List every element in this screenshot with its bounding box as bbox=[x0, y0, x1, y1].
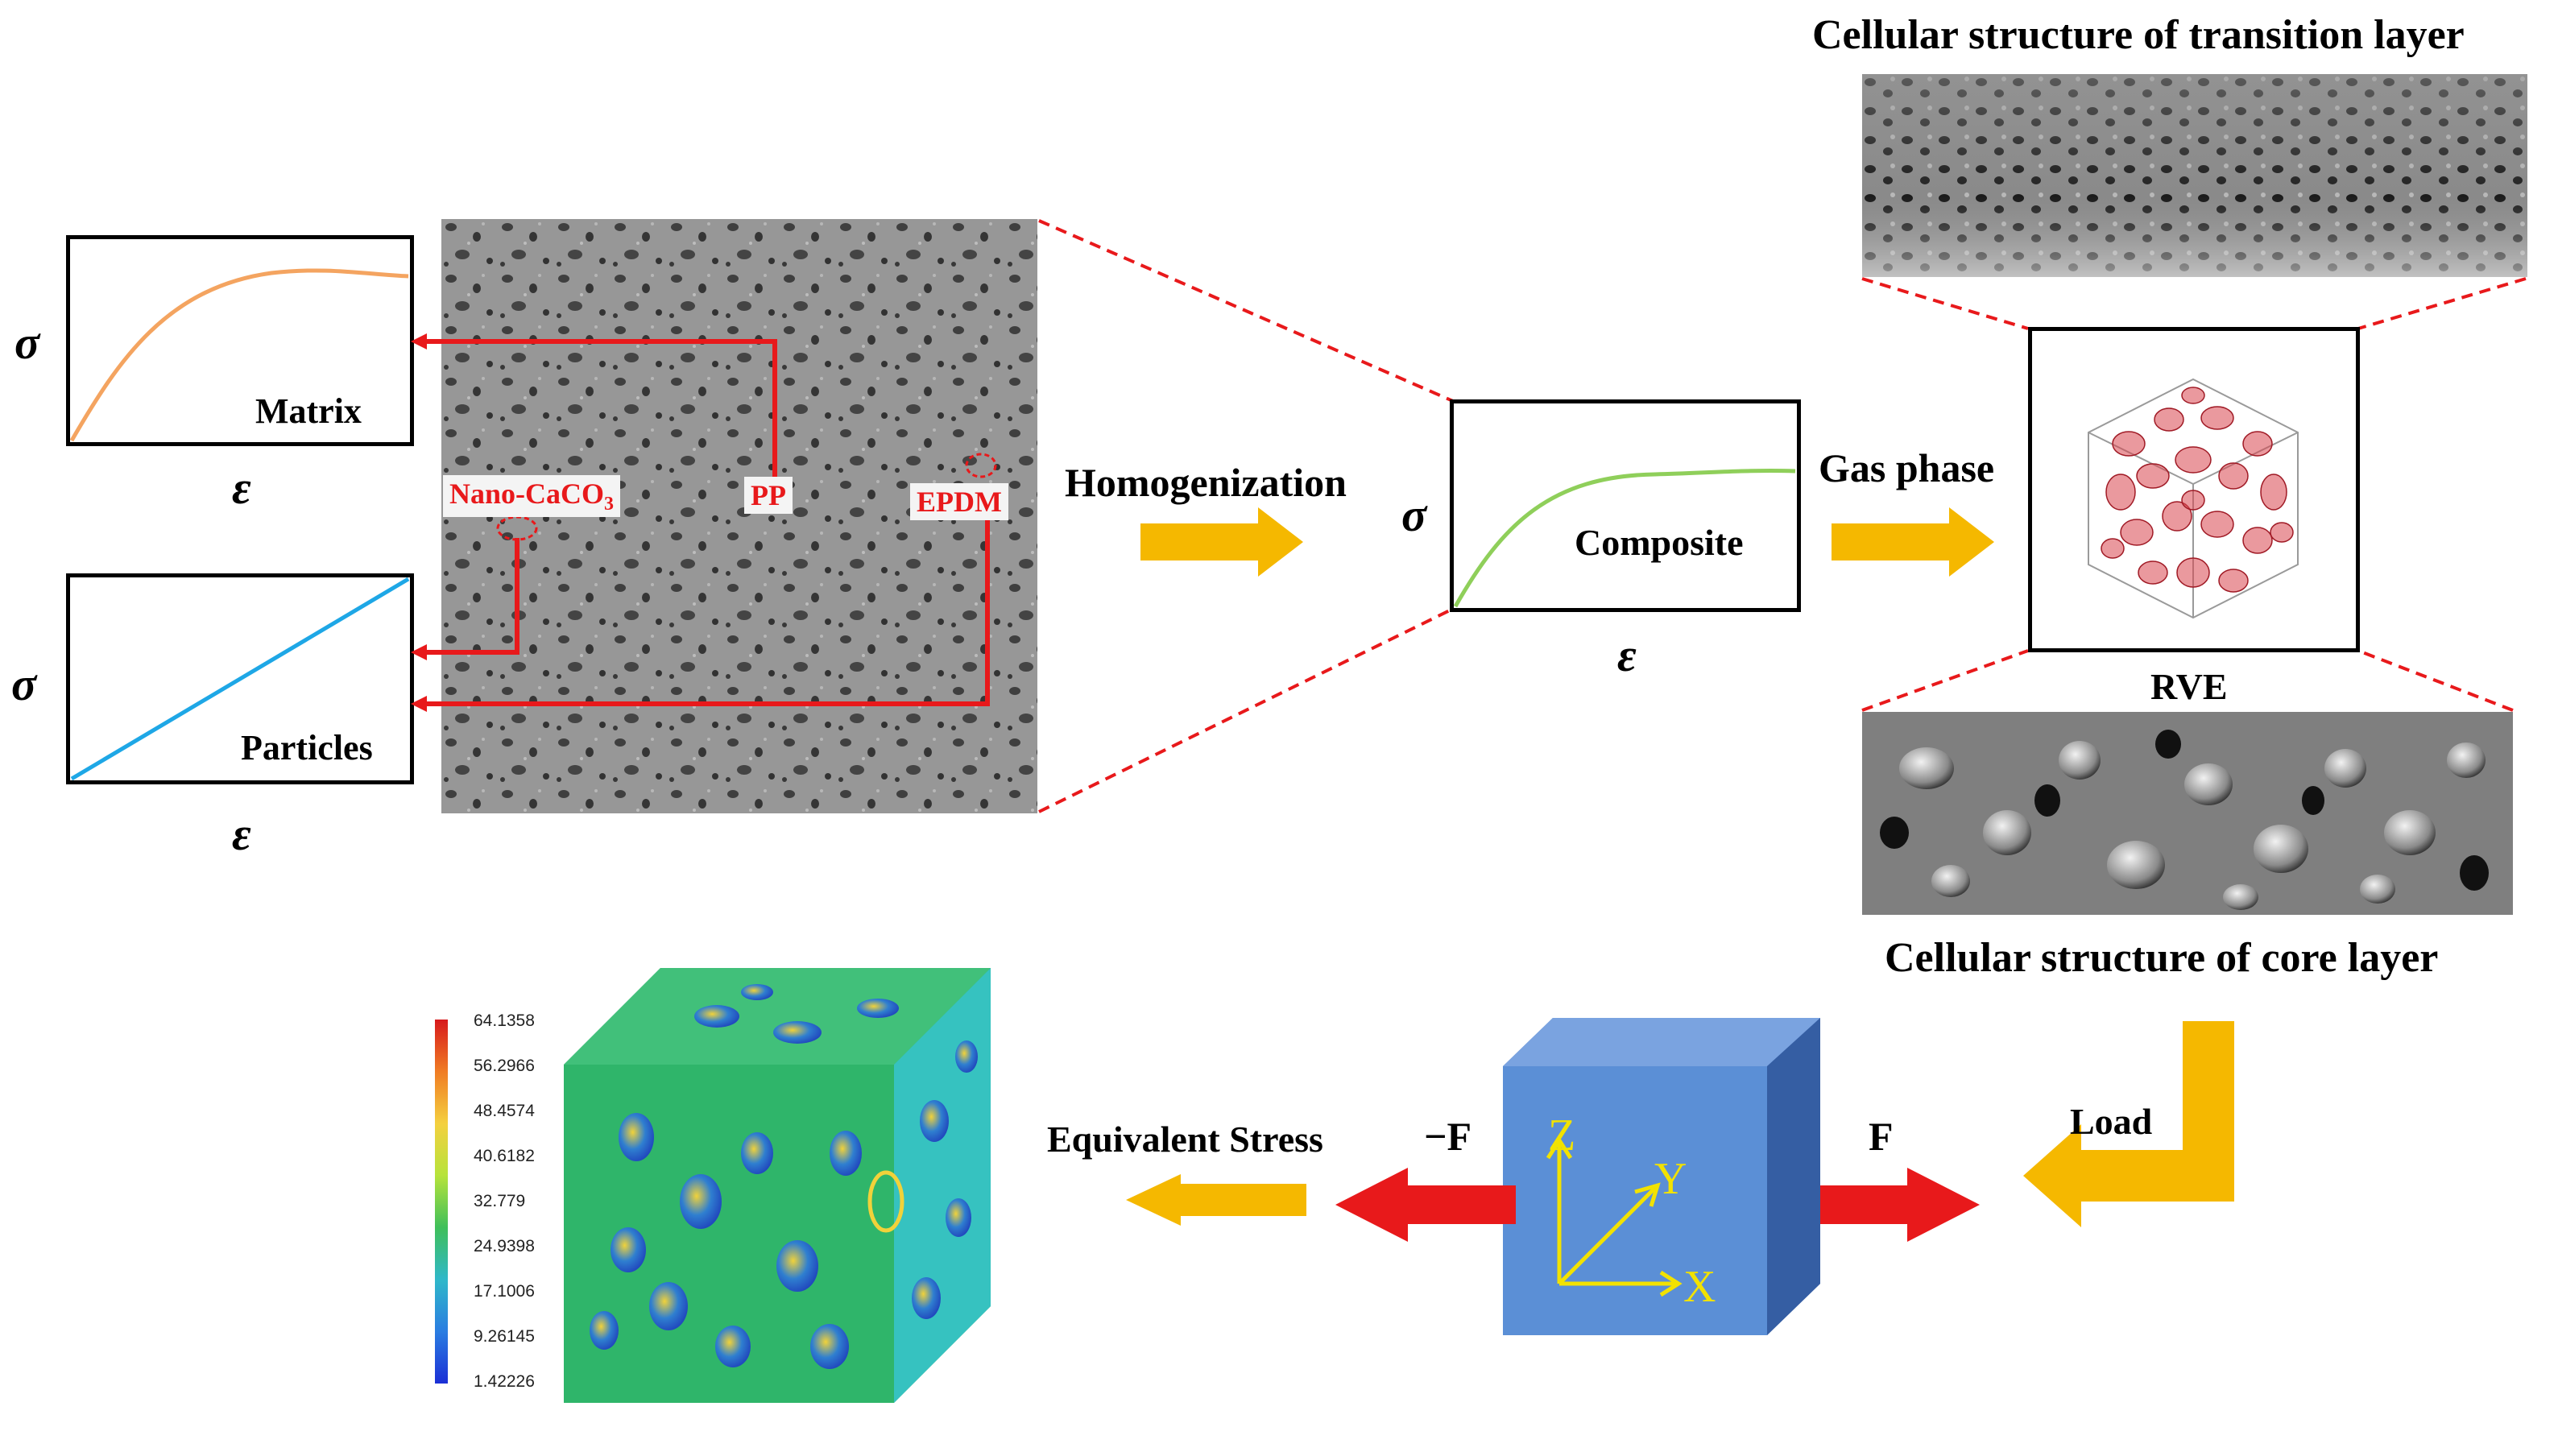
matrix-curve bbox=[70, 268, 409, 442]
neg-force-label: −F bbox=[1424, 1114, 1472, 1159]
rve-box bbox=[2028, 327, 2360, 652]
matrix-curve-box: Matrix bbox=[66, 235, 414, 446]
composite-curve-box: Composite bbox=[1450, 399, 1801, 612]
particles-curve bbox=[70, 577, 410, 780]
gas-phase-label: Gas phase bbox=[1819, 445, 1995, 490]
particles-label: Particles bbox=[241, 728, 373, 767]
stress-colorbar bbox=[435, 1020, 448, 1384]
colorbar-tick: 32.779 bbox=[474, 1192, 526, 1210]
equivalent-stress-arrow bbox=[1126, 1174, 1306, 1226]
pp-label: PP bbox=[744, 477, 793, 514]
homogenization-arrow bbox=[1140, 507, 1303, 577]
colorbar-tick: 1.42226 bbox=[474, 1372, 535, 1391]
transition-layer-micrograph bbox=[1862, 74, 2527, 277]
rve-label: RVE bbox=[2150, 666, 2228, 707]
colorbar-tick: 40.6182 bbox=[474, 1147, 535, 1165]
transition-layer-title: Cellular structure of transition layer bbox=[1812, 12, 2465, 58]
core-layer-micrograph bbox=[1862, 712, 2513, 915]
neg-force-arrow bbox=[1335, 1168, 1516, 1242]
particles-epsilon: ε bbox=[232, 808, 251, 860]
core-layer-title: Cellular structure of core layer bbox=[1885, 935, 2439, 981]
particles-sigma: σ bbox=[11, 658, 37, 710]
stress-cube bbox=[564, 968, 991, 1403]
force-arrow bbox=[1780, 1168, 1980, 1242]
nano-caco3-label: Nano-CaCO3 bbox=[443, 475, 621, 518]
matrix-label: Matrix bbox=[255, 391, 362, 431]
matrix-epsilon: ε bbox=[232, 461, 251, 514]
axis-x-label: X bbox=[1683, 1262, 1716, 1312]
load-cube bbox=[1503, 1018, 1820, 1335]
colorbar-tick: 24.9398 bbox=[474, 1237, 535, 1255]
colorbar-tick: 56.2966 bbox=[474, 1057, 535, 1075]
axis-z-label: Z bbox=[1548, 1111, 1576, 1160]
colorbar-tick: 9.26145 bbox=[474, 1327, 535, 1346]
composite-sigma: σ bbox=[1401, 489, 1427, 541]
matrix-sigma: σ bbox=[14, 316, 40, 369]
composite-label: Composite bbox=[1575, 522, 1744, 563]
colorbar-tick: 64.1358 bbox=[474, 1011, 535, 1030]
axis-y-label: Y bbox=[1654, 1154, 1687, 1204]
composite-epsilon: ε bbox=[1617, 629, 1637, 681]
colorbar-ticks: 64.1358 56.2966 48.4574 40.6182 32.779 2… bbox=[474, 1011, 570, 1391]
colorbar-tick: 48.4574 bbox=[474, 1102, 535, 1120]
composite-curve bbox=[1454, 468, 1796, 608]
colorbar-tick: 17.1006 bbox=[474, 1282, 535, 1301]
homogenization-label: Homogenization bbox=[1065, 460, 1347, 505]
load-arrow bbox=[2023, 1021, 2234, 1227]
rve-cube bbox=[2088, 378, 2299, 619]
gas-phase-arrow bbox=[1832, 507, 1994, 577]
load-label: Load bbox=[2070, 1101, 2153, 1142]
equivalent-stress-label: Equivalent Stress bbox=[1047, 1119, 1323, 1160]
epdm-label: EPDM bbox=[910, 483, 1008, 520]
force-label: F bbox=[1869, 1114, 1894, 1159]
particles-curve-box: Particles bbox=[66, 573, 414, 784]
